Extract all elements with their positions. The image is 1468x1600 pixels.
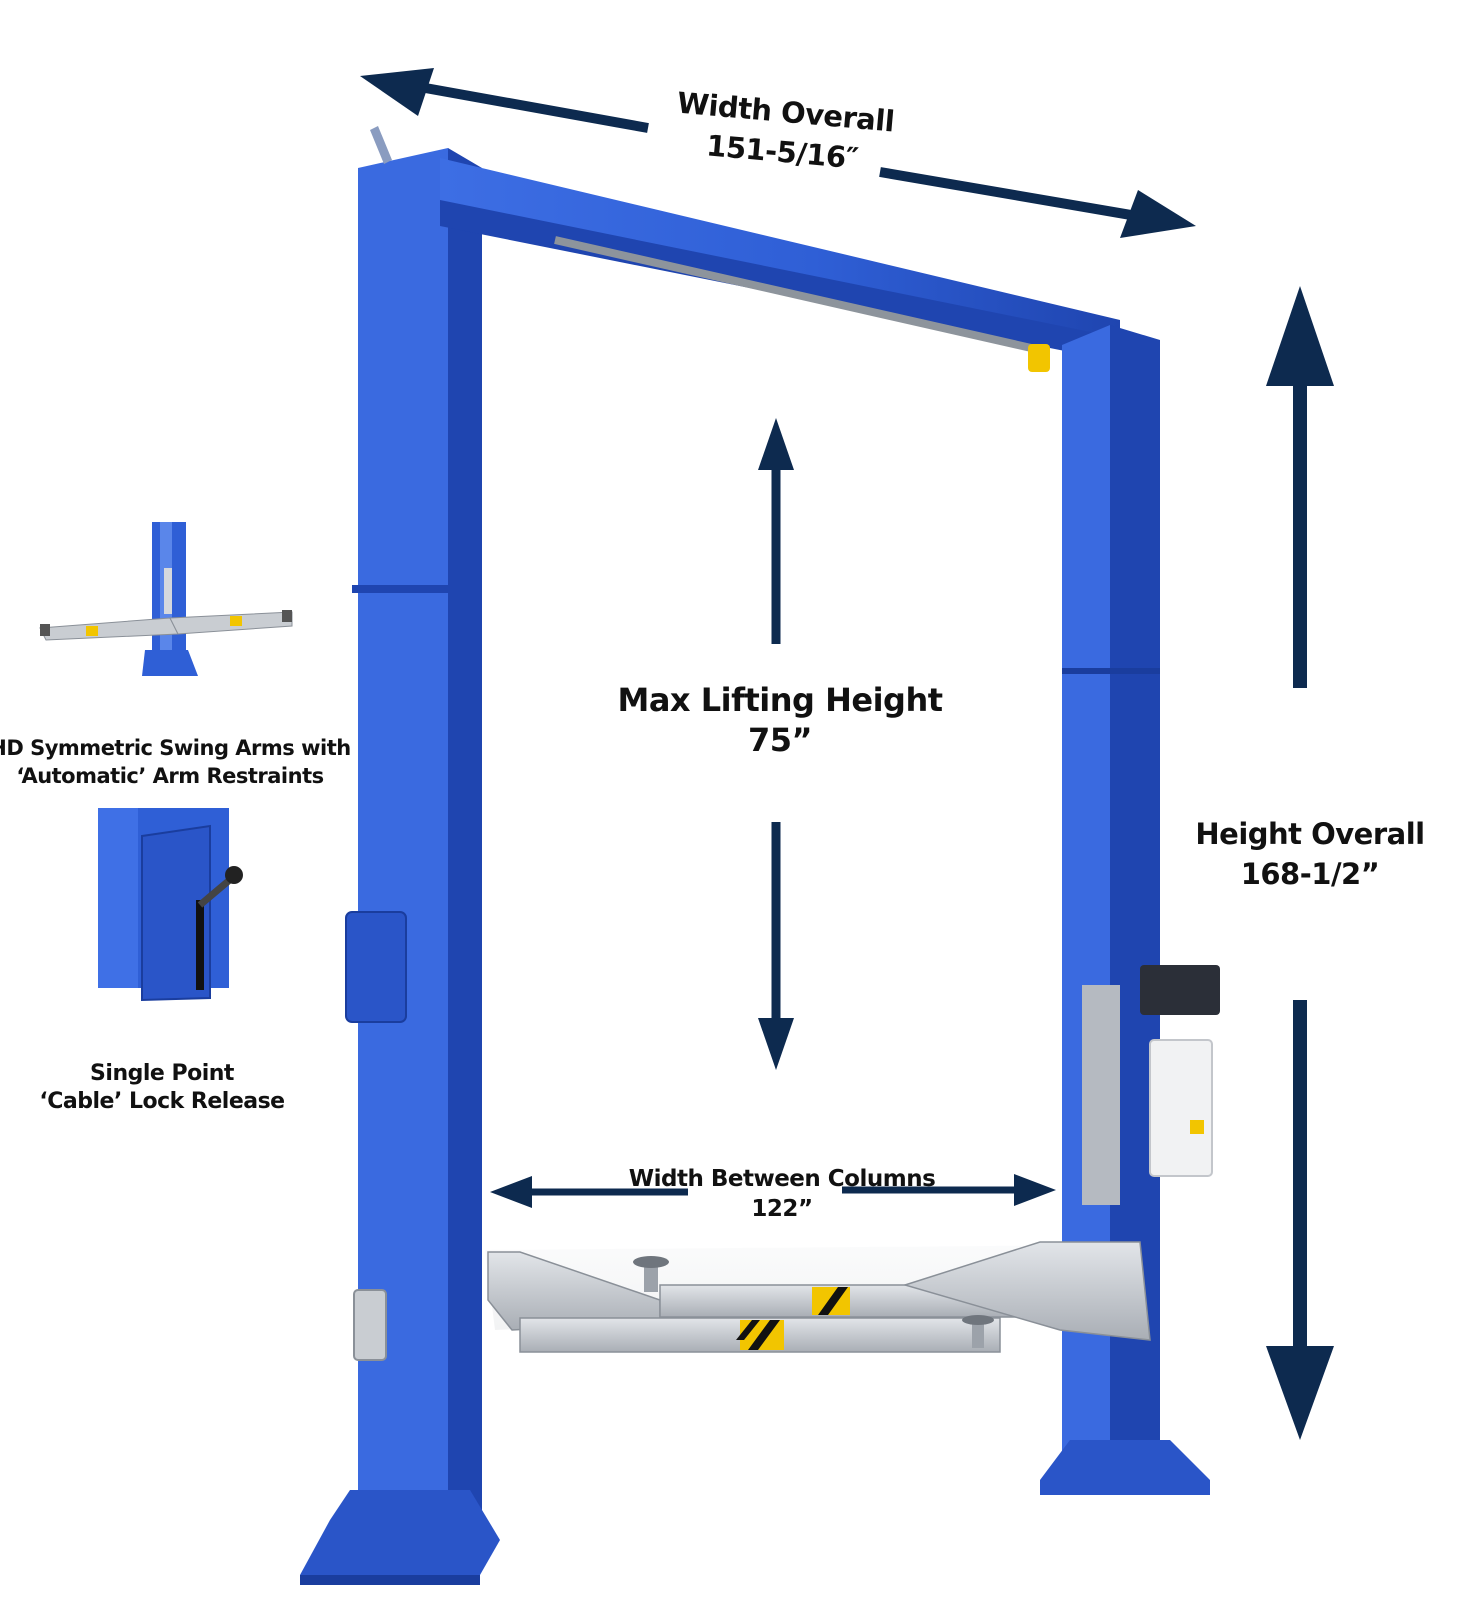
- height-overall-title: Height Overall: [1195, 817, 1425, 851]
- cable-release-caption-line2: ‘Cable’ Lock Release: [39, 1089, 285, 1114]
- left-column: [300, 148, 500, 1585]
- left-cable-guard: [345, 911, 407, 1023]
- right-carriage: [1082, 985, 1120, 1205]
- max-lift-arrow: [758, 418, 794, 1070]
- overhead-beam: [370, 126, 1120, 372]
- height-overall-label: Height Overall 168-1/2”: [1195, 814, 1425, 894]
- swing-arms-caption-line1: HD Symmetric Swing Arms with: [0, 736, 351, 760]
- hazard-stripe: [736, 1320, 784, 1350]
- swing-arms-caption-line2: ‘Automatic’ Arm Restraints: [16, 764, 324, 788]
- max-lift-title: Max Lifting Height: [617, 681, 943, 719]
- max-lift-value: 75”: [747, 721, 813, 759]
- lift-pad: [633, 1256, 669, 1268]
- height-overall-arrow: [1266, 286, 1334, 1440]
- swing-arms-caption: HD Symmetric Swing Arms with ‘Automatic’…: [0, 734, 351, 790]
- lift-arms: [485, 1241, 1151, 1353]
- lock-release-handle: [225, 866, 243, 884]
- swing-arms-photo: [39, 522, 293, 676]
- cable-release-caption-line1: Single Point: [90, 1061, 234, 1086]
- hazard-stripe: [812, 1287, 850, 1315]
- max-lift-label: Max Lifting Height 75”: [617, 680, 943, 760]
- width-between-value: 122”: [751, 1196, 813, 1222]
- left-base-plate: [300, 1490, 500, 1575]
- left-lock-housing: [353, 1289, 387, 1361]
- height-overall-value: 168-1/2”: [1240, 857, 1380, 891]
- power-unit-motor: [1140, 965, 1220, 1015]
- lift-pad: [962, 1315, 994, 1325]
- width-between-arrow: [490, 1174, 1056, 1208]
- overhead-shutoff-bar: [1028, 344, 1050, 372]
- width-overall-arrow: [360, 68, 1196, 238]
- right-base-plate: [1040, 1440, 1210, 1495]
- cable-lock-photo: [98, 808, 243, 1002]
- width-between-label: Width Between Columns 122”: [629, 1164, 936, 1224]
- width-between-title: Width Between Columns: [628, 1166, 936, 1192]
- cable-release-caption: Single Point ‘Cable’ Lock Release: [39, 1060, 285, 1116]
- right-column: [1040, 325, 1220, 1495]
- hydraulic-reservoir: [1149, 1039, 1213, 1177]
